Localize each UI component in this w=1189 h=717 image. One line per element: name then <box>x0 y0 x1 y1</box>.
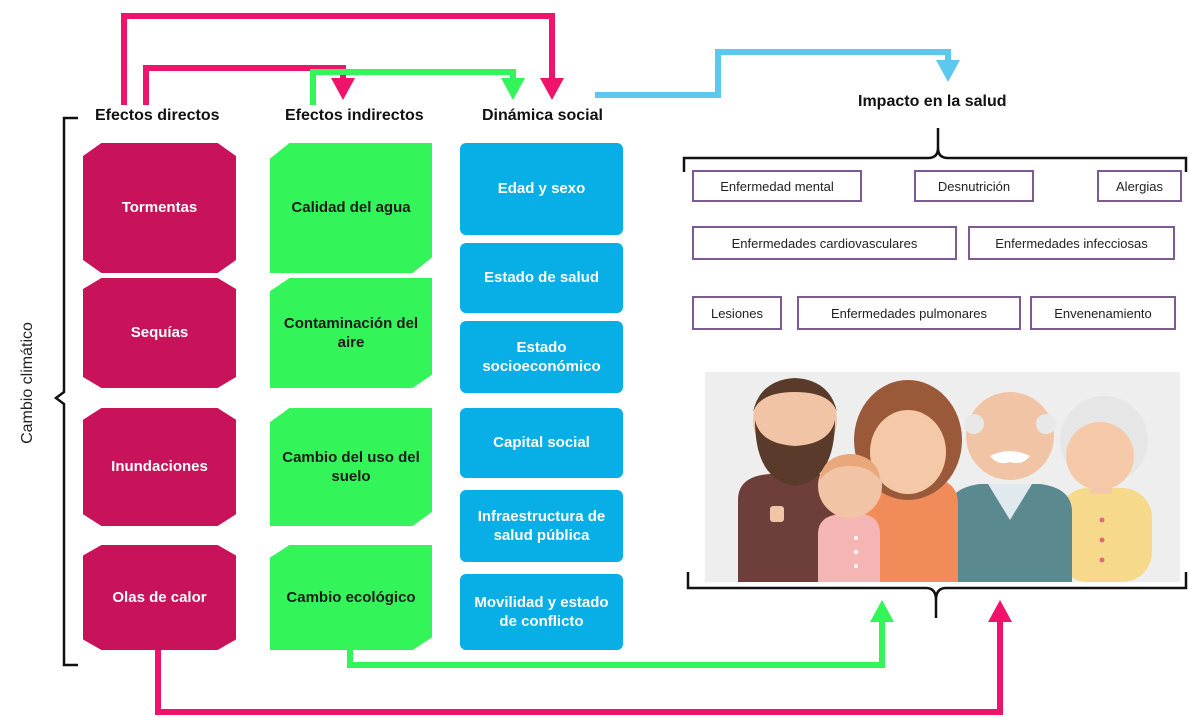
direct-effect-heatwaves: Olas de calor <box>83 545 236 650</box>
arrow-indirect-to-impact <box>347 620 885 668</box>
direct-effect-droughts: Sequías <box>83 278 236 388</box>
indirect-effect-ecological: Cambio ecológico <box>270 545 432 650</box>
health-allergies: Alergias <box>1097 170 1182 202</box>
indirect-effect-air-pollution: Contaminación del aire <box>270 278 432 388</box>
arrow-social-to-impact <box>595 49 951 98</box>
health-infectious: Enfermedades infecciosas <box>968 226 1175 260</box>
social-capital: Capital social <box>460 408 623 478</box>
health-cardiovascular: Enfermedades cardiovasculares <box>692 226 957 260</box>
mother-figure <box>854 380 962 582</box>
indirect-effect-land-use: Cambio del uso del suelo <box>270 408 432 526</box>
social-health-status: Estado de salud <box>460 243 623 313</box>
grandfather-figure <box>948 392 1072 582</box>
left-bracket <box>53 116 78 667</box>
health-pulmonary: Enfermedades pulmonares <box>797 296 1021 330</box>
health-mental-illness: Enfermedad mental <box>692 170 862 202</box>
grandmother-figure <box>1058 396 1152 582</box>
impact-bottom-brace <box>686 572 1188 618</box>
social-public-health-infrastructure: Infraestructura de salud pública <box>460 490 623 562</box>
header-direct-effects: Efectos directos <box>95 107 220 124</box>
health-malnutrition: Desnutrición <box>914 170 1034 202</box>
social-socioeconomic-status: Estado socioeconómico <box>460 321 623 393</box>
arrow-indirect-to-social <box>310 69 516 105</box>
child-figure <box>818 454 882 582</box>
health-poisoning: Envenenamiento <box>1030 296 1176 330</box>
social-age-sex: Edad y sexo <box>460 143 623 235</box>
direct-effect-floods: Inundaciones <box>83 408 236 526</box>
social-mobility-conflict: Movilidad y estado de conflicto <box>460 574 623 650</box>
impact-top-brace <box>682 128 1188 172</box>
arrow-direct-to-social <box>121 13 555 105</box>
indirect-effect-water-quality: Calidad del agua <box>270 143 432 273</box>
direct-effect-storms: Tormentas <box>83 143 236 273</box>
health-injuries: Lesiones <box>692 296 782 330</box>
header-indirect-effects: Efectos indirectos <box>285 107 424 124</box>
header-social-dynamics: Dinámica social <box>482 107 603 124</box>
header-health-impact: Impacto en la salud <box>858 93 1007 110</box>
arrow-direct-to-impact <box>155 620 1003 715</box>
